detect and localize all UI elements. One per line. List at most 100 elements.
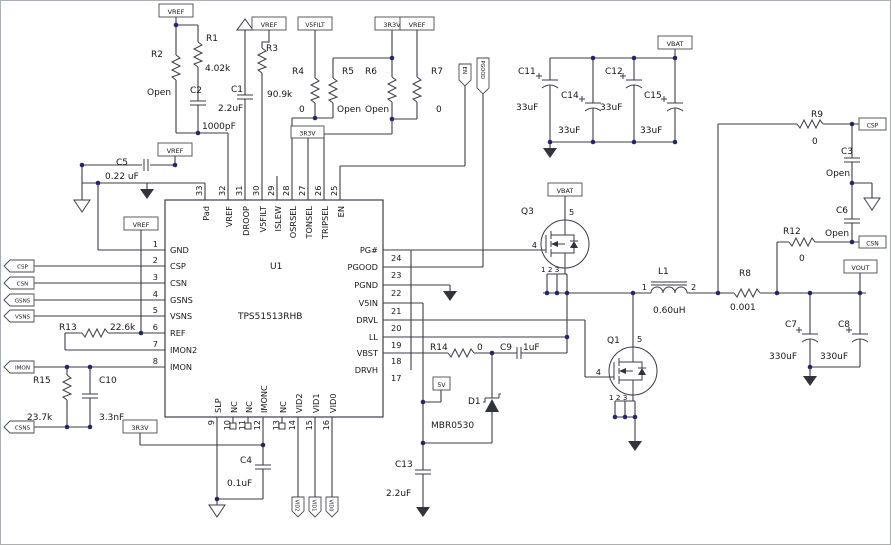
net-tag-vid2: VID2 xyxy=(293,500,299,512)
net-flag-vref: VREF xyxy=(133,221,150,229)
pin-label: VSNS xyxy=(170,311,192,321)
net-flag-vref: VREF xyxy=(168,8,185,16)
pin-label: TRIPSEL xyxy=(320,206,330,240)
net-flags: VREF VREF V5FILT 3R3V VREF 3R3V VREF VRE… xyxy=(122,3,887,434)
pin-number: 11 xyxy=(237,420,247,430)
capacitor-C8: C8 330uF xyxy=(820,320,869,362)
refdes: R14 xyxy=(430,343,448,353)
pin-label: GND xyxy=(170,245,189,255)
net-flag-csp: CSP xyxy=(867,122,879,129)
value: 3.3nF xyxy=(99,413,124,423)
gate-pin: 4 xyxy=(532,240,537,250)
pin-label: DRVL xyxy=(356,315,378,325)
refdes: C4 xyxy=(240,456,252,466)
net-tag-en: EN xyxy=(461,67,467,75)
gate-pin: 4 xyxy=(596,367,601,377)
pin-number: 30 xyxy=(251,186,261,196)
resistor-R4: R4 0 xyxy=(292,67,320,115)
pin-number: 2 xyxy=(691,282,696,292)
net-flag-csn: CSN xyxy=(866,240,879,247)
drain-pin: 5 xyxy=(569,207,574,217)
pin-label: CSP xyxy=(170,261,186,271)
pin-number: 23 xyxy=(391,270,401,280)
value: 4.02k xyxy=(205,64,231,74)
ground-arrow-icon xyxy=(628,441,642,451)
resistor-R7: R7 0 xyxy=(412,67,443,115)
pin-number: 26 xyxy=(313,186,323,196)
ground-open-icon xyxy=(73,199,91,213)
refdes: C10 xyxy=(99,376,117,386)
pin-label: IMONC xyxy=(259,385,269,413)
pin-number: 5 xyxy=(153,305,158,315)
nc-terminator-icon xyxy=(229,422,237,430)
resistor-R15: R15 23.7k xyxy=(27,374,72,423)
pin-label: VBST xyxy=(357,348,379,358)
ground-arrow-icon xyxy=(443,291,457,301)
refdes: Q3 xyxy=(521,207,534,217)
ground-arrow-icon xyxy=(140,189,154,199)
pin-number: 15 xyxy=(304,420,314,430)
net-tag-vid1: VID1 xyxy=(310,500,316,512)
value: 23.7k xyxy=(27,413,53,423)
value: 0.1uF xyxy=(227,479,252,489)
resistor-R9: R9 0 xyxy=(796,110,824,147)
part-number: MBR0530 xyxy=(431,421,474,431)
value: Open xyxy=(147,88,171,98)
resistor-R1: R1 4.02k xyxy=(193,34,231,74)
refdes: R12 xyxy=(783,227,801,237)
pin-number: 7 xyxy=(153,339,158,349)
pin-number: 3 xyxy=(153,272,158,282)
refdes: R15 xyxy=(33,376,51,386)
net-flag-vref: VREF xyxy=(409,21,426,29)
net-tag-gsns: GSNS xyxy=(15,298,31,304)
net-flag-vbat: VBAT xyxy=(557,187,574,195)
resistor-R12: R12 0 xyxy=(783,227,816,264)
pin-number: 1 xyxy=(153,239,158,249)
pin-number: 12 xyxy=(252,420,262,430)
source-pins: 1 2 3 xyxy=(541,265,559,274)
net-flag-5v: 5V xyxy=(438,382,447,389)
net-flag-vout: VOUT xyxy=(851,264,869,272)
value: 0.001 xyxy=(730,303,756,313)
net-flag-v5filt: V5FILT xyxy=(305,22,325,29)
diode-D1: D1 MBR0530 xyxy=(431,393,501,431)
ic-refdes: U1 xyxy=(270,262,282,272)
net-tag-vsns: VSNS xyxy=(15,314,31,320)
ic-part-number: TPS51513RHB xyxy=(237,312,302,322)
refdes: R6 xyxy=(365,67,377,77)
refdes: C2 xyxy=(190,86,202,96)
pin-label: OSRSEL xyxy=(288,206,298,239)
net-flag-3r3v: 3R3V xyxy=(300,130,317,137)
pin-number: 28 xyxy=(281,186,291,196)
pin-label: DROOP xyxy=(241,206,251,236)
capacitor-C1: C1 2.2uF xyxy=(218,85,254,114)
net-tag-csp: CSP xyxy=(17,264,28,270)
net-flag-vbat: VBAT xyxy=(667,40,684,48)
value: 0 xyxy=(799,254,805,264)
capacitor-C3: C3 Open xyxy=(826,147,861,179)
pin-number: 16 xyxy=(321,420,331,430)
pin-label: ISLEW xyxy=(273,206,283,231)
value: 330uF xyxy=(769,352,797,362)
pin-label: VID2 xyxy=(294,393,304,413)
value: 33uF xyxy=(558,126,580,136)
pin-label: IMON xyxy=(170,362,192,372)
refdes: C8 xyxy=(838,320,850,330)
nc-terminator-icon xyxy=(278,422,286,430)
pin-number: 31 xyxy=(234,186,244,196)
refdes: Q1 xyxy=(607,336,620,346)
power-triangle-icon xyxy=(236,18,254,31)
pin-number: 6 xyxy=(153,322,158,332)
pin-number: 9 xyxy=(206,420,216,425)
ground-symbols xyxy=(73,18,881,518)
pin-label: PG# xyxy=(360,245,378,255)
value: 0 xyxy=(477,343,483,353)
resistor-R14: R14 0 xyxy=(430,343,483,358)
net-flag-vref: VREF xyxy=(261,21,278,29)
refdes: C6 xyxy=(836,206,848,216)
pin-label: PGND xyxy=(354,280,378,290)
value: Open xyxy=(365,105,389,115)
